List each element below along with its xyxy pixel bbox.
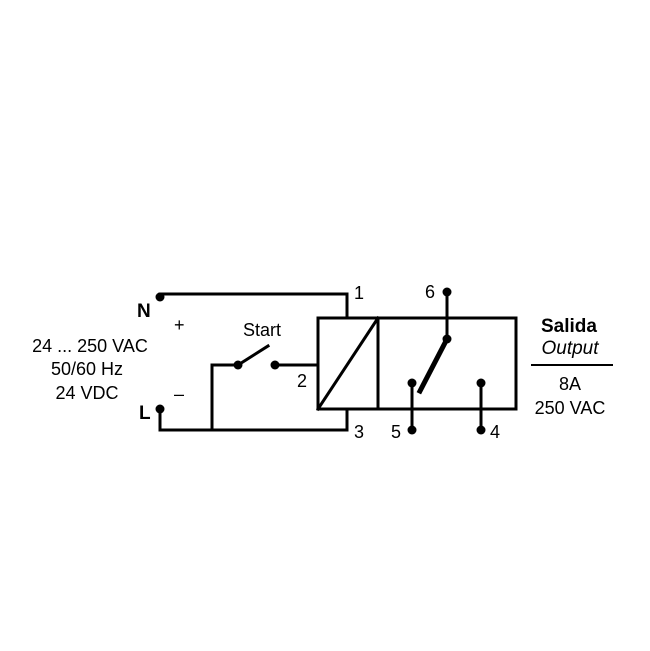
terminal-l-dot	[155, 404, 165, 414]
output-title: Salida	[541, 316, 597, 337]
relay-module	[315, 315, 518, 412]
contact-5-dot	[407, 378, 417, 388]
terminal-3-label: 3	[354, 422, 364, 442]
relay-housing	[316, 316, 518, 411]
output-current: 8A	[559, 374, 581, 394]
terminal-6-dot	[442, 287, 452, 297]
terminal-2-label: 2	[297, 371, 307, 391]
start-loop-wire	[210, 363, 240, 432]
l-wire	[158, 407, 349, 432]
supply-frequency: 50/60 Hz	[51, 359, 123, 379]
output-subtitle: Output	[541, 338, 599, 359]
terminal-5-dot	[407, 425, 417, 435]
terminal-6-label: 6	[425, 282, 435, 302]
start-switch: Start	[233, 320, 281, 370]
start-switch-lever	[235, 343, 271, 368]
terminal-n-dot	[155, 292, 165, 302]
supply-minus-label: –	[174, 384, 184, 404]
start-switch-contact-right	[270, 360, 280, 370]
terminal-1-label: 1	[354, 283, 364, 303]
changeover-lever	[416, 335, 451, 395]
supply-voltage-dc: 24 VDC	[55, 383, 118, 403]
supply-plus-label: +	[174, 315, 185, 335]
terminal-5-label: 5	[391, 422, 401, 442]
terminal-4-dot	[476, 425, 486, 435]
start-label: Start	[243, 320, 281, 340]
supply-voltage-ac: 24 ... 250 VAC	[32, 336, 148, 356]
output-voltage: 250 VAC	[535, 398, 606, 418]
supply-n-label: N	[137, 301, 151, 322]
supply-l-label: L	[139, 403, 151, 424]
relay-coil-diagonal	[315, 315, 381, 412]
output-contacts	[407, 287, 486, 435]
terminal-4-label: 4	[490, 422, 500, 442]
contact-4-dot	[476, 378, 486, 388]
n-wire	[158, 292, 349, 320]
